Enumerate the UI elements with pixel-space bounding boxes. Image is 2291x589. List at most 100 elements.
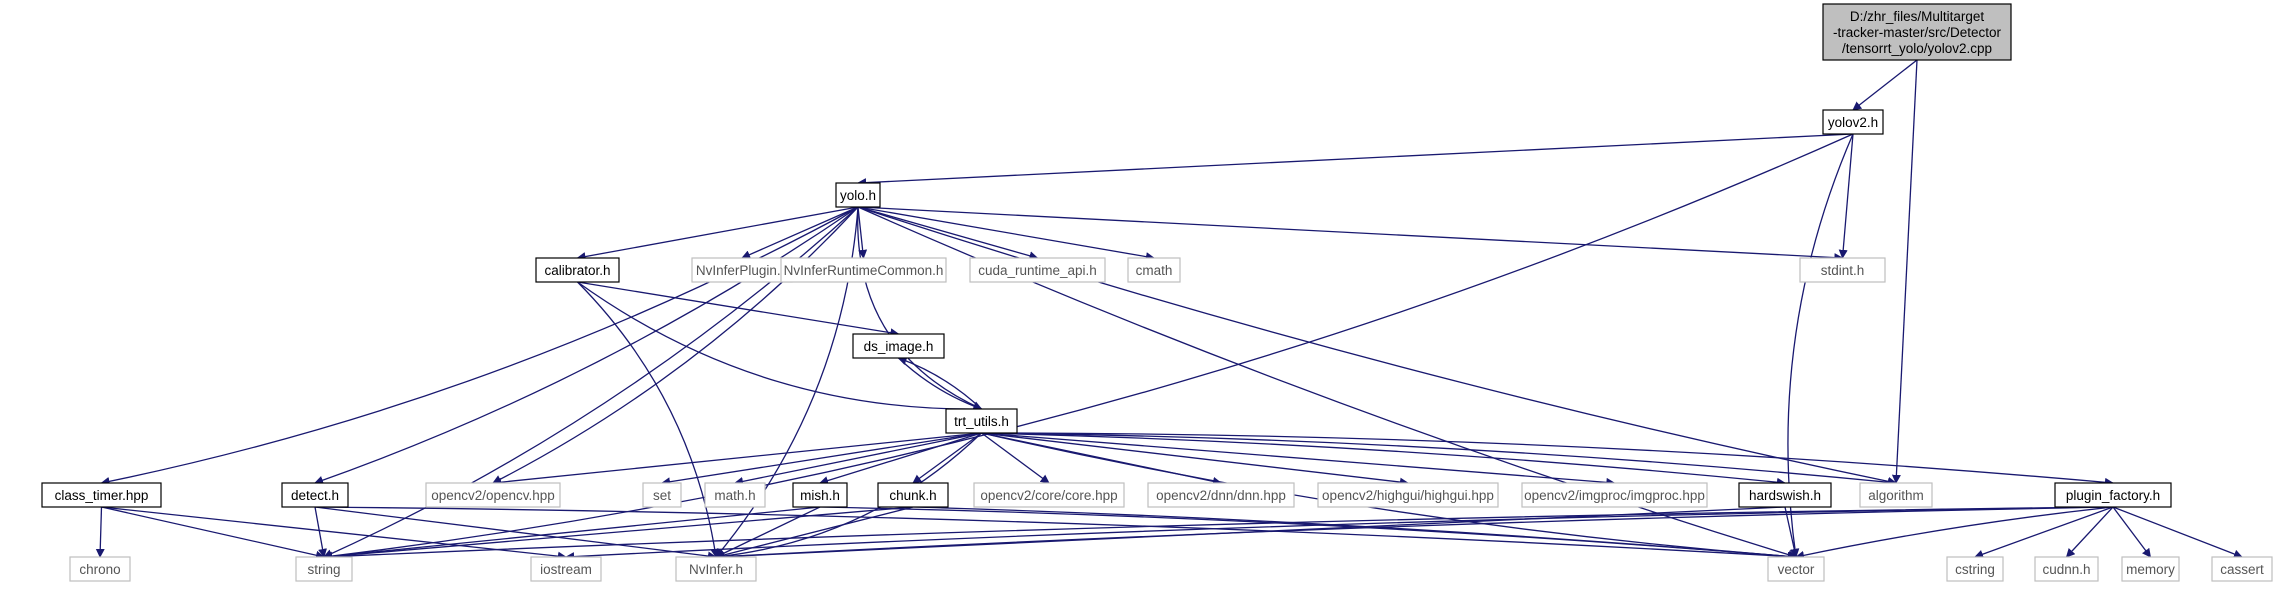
node-mish-h[interactable]: mish.h bbox=[792, 482, 848, 508]
edge-yolo-h-to-class-timer-hpp bbox=[100, 206, 859, 486]
edge-detect-h-to-nvinfer-h bbox=[314, 506, 717, 561]
node-box bbox=[425, 482, 561, 508]
edge-trt-utils-h-to-core-hpp bbox=[981, 432, 1050, 484]
node-cudnn-h: cudnn.h bbox=[2034, 556, 2099, 582]
edge-yolo-h-to-stdint-h bbox=[857, 206, 1844, 263]
node-label: iostream bbox=[540, 562, 592, 577]
node-chrono: chrono bbox=[69, 556, 131, 582]
node-yolov2-h[interactable]: yolov2.h bbox=[1822, 109, 1884, 135]
node-calibrator-h[interactable]: calibrator.h bbox=[535, 257, 620, 283]
node-box bbox=[1799, 257, 1886, 283]
node-label: mish.h bbox=[800, 488, 840, 503]
node-stdint-h: stdint.h bbox=[1799, 257, 1886, 283]
node-root[interactable]: D:/zhr_files/Multitarget-tracker-master/… bbox=[1822, 3, 2012, 61]
edge-plugin-factory-h-to-cudnn-h bbox=[2065, 506, 2114, 558]
edge-yolo-h-to-cuda-runtime-api-h bbox=[857, 206, 1039, 261]
node-chunk-h[interactable]: chunk.h bbox=[877, 482, 949, 508]
node-box bbox=[41, 482, 162, 508]
node-cassert: cassert bbox=[2211, 556, 2273, 582]
edge-trt-utils-h-to-highgui-hpp bbox=[981, 432, 1409, 487]
edge-mish-h-to-nvinfer-h bbox=[715, 506, 821, 558]
edge-trt-utils-h-to-mish-h bbox=[819, 432, 982, 485]
node-opencv-hpp: opencv2/opencv.hpp bbox=[425, 482, 561, 508]
node-box bbox=[2211, 556, 2273, 582]
node-label: string bbox=[307, 562, 340, 577]
edge-calibrator-h-to-nvinfer-h bbox=[577, 281, 720, 558]
node-label: NvInferPlugin.h bbox=[696, 263, 788, 278]
node-dnn-hpp: opencv2/dnn/dnn.hpp bbox=[1147, 482, 1295, 508]
edge-class-timer-hpp-to-string bbox=[101, 506, 325, 560]
node-label: set bbox=[653, 488, 671, 503]
edge-trt-utils-h-to-opencv-hpp bbox=[492, 432, 982, 487]
node-label: chrono bbox=[79, 562, 120, 577]
node-label: calibrator.h bbox=[544, 263, 610, 278]
node-label: cudnn.h bbox=[2042, 562, 2090, 577]
node-label: NvInfer.h bbox=[689, 562, 743, 577]
edge-trt-utils-h-to-plugin-factory-h bbox=[981, 432, 2114, 487]
node-box bbox=[1738, 482, 1832, 508]
node-box bbox=[877, 482, 949, 508]
node-nvinferplugin-h: NvInferPlugin.h bbox=[691, 257, 793, 283]
node-memory: memory bbox=[2121, 556, 2180, 582]
node-math-h: math.h bbox=[704, 482, 766, 508]
node-box bbox=[1822, 3, 2012, 61]
edge-chunk-h-to-string bbox=[323, 506, 914, 561]
node-box bbox=[1767, 556, 1825, 582]
node-class-timer-hpp[interactable]: class_timer.hpp bbox=[41, 482, 162, 508]
node-nvinferruntimecommon-h: NvInferRuntimeCommon.h bbox=[780, 257, 947, 283]
node-cmath: cmath bbox=[1127, 257, 1181, 283]
node-label: /tensorrt_yolo/yolov2.cpp bbox=[1842, 41, 1992, 56]
node-core-hpp: opencv2/core/core.hpp bbox=[973, 482, 1125, 508]
node-label: class_timer.hpp bbox=[55, 488, 149, 503]
edge-yolov2-h-to-stdint-h bbox=[1838, 133, 1854, 259]
dependency-edges bbox=[95, 59, 2243, 562]
edge-detect-h-to-vector bbox=[314, 506, 1797, 562]
node-plugin-factory-h[interactable]: plugin_factory.h bbox=[2054, 482, 2172, 508]
node-box bbox=[295, 556, 353, 582]
node-label: cuda_runtime_api.h bbox=[978, 263, 1097, 278]
edge-plugin-factory-h-to-string bbox=[323, 506, 2114, 562]
node-box bbox=[1859, 482, 1933, 508]
node-yolo-h[interactable]: yolo.h bbox=[835, 182, 881, 208]
node-highgui-hpp: opencv2/highgui/highgui.hpp bbox=[1317, 482, 1499, 508]
node-imgproc-hpp: opencv2/imgproc/imgproc.hpp bbox=[1521, 482, 1708, 508]
node-cstring: cstring bbox=[1946, 556, 2004, 582]
edge-chunk-h-to-nvinfer-h bbox=[715, 506, 914, 560]
node-box bbox=[675, 556, 757, 582]
edge-trt-utils-h-to-ds-image-h bbox=[897, 356, 982, 410]
node-set: set bbox=[642, 482, 682, 508]
edge-calibrator-h-to-trt-utils-h bbox=[577, 281, 983, 414]
node-nvinfer-h: NvInfer.h bbox=[675, 556, 757, 582]
node-box bbox=[2054, 482, 2172, 508]
edge-yolov2-h-to-yolo-h bbox=[857, 133, 1854, 188]
node-vector: vector bbox=[1767, 556, 1825, 582]
node-label: NvInferRuntimeCommon.h bbox=[784, 263, 944, 278]
node-box bbox=[835, 182, 881, 208]
node-box bbox=[2034, 556, 2099, 582]
node-box bbox=[780, 257, 947, 283]
node-box bbox=[2121, 556, 2180, 582]
node-label: trt_utils.h bbox=[954, 414, 1009, 429]
node-box bbox=[973, 482, 1125, 508]
node-label: opencv2/core/core.hpp bbox=[980, 488, 1117, 503]
node-box bbox=[1317, 482, 1499, 508]
edge-plugin-factory-h-to-cstring bbox=[1974, 506, 2114, 559]
edge-trt-utils-h-to-math-h bbox=[734, 432, 982, 486]
node-box bbox=[945, 408, 1018, 434]
node-label: cassert bbox=[2220, 562, 2264, 577]
node-box bbox=[69, 556, 131, 582]
edge-calibrator-h-to-ds-image-h bbox=[577, 281, 900, 338]
edge-trt-utils-h-to-algorithm bbox=[981, 432, 1897, 487]
node-label: yolo.h bbox=[840, 188, 876, 203]
edge-plugin-factory-h-to-memory bbox=[2112, 506, 2152, 558]
node-label: chunk.h bbox=[889, 488, 936, 503]
node-trt-utils-h[interactable]: trt_utils.h bbox=[945, 408, 1018, 434]
node-detect-h[interactable]: detect.h bbox=[281, 482, 349, 508]
node-box bbox=[1127, 257, 1181, 283]
node-hardswish-h[interactable]: hardswish.h bbox=[1738, 482, 1832, 508]
node-ds-image-h[interactable]: ds_image.h bbox=[852, 333, 945, 359]
edge-class-timer-hpp-to-chrono bbox=[95, 506, 105, 558]
edge-yolo-h-to-algorithm bbox=[857, 206, 1897, 486]
edge-trt-utils-h-to-vector bbox=[981, 432, 1797, 561]
